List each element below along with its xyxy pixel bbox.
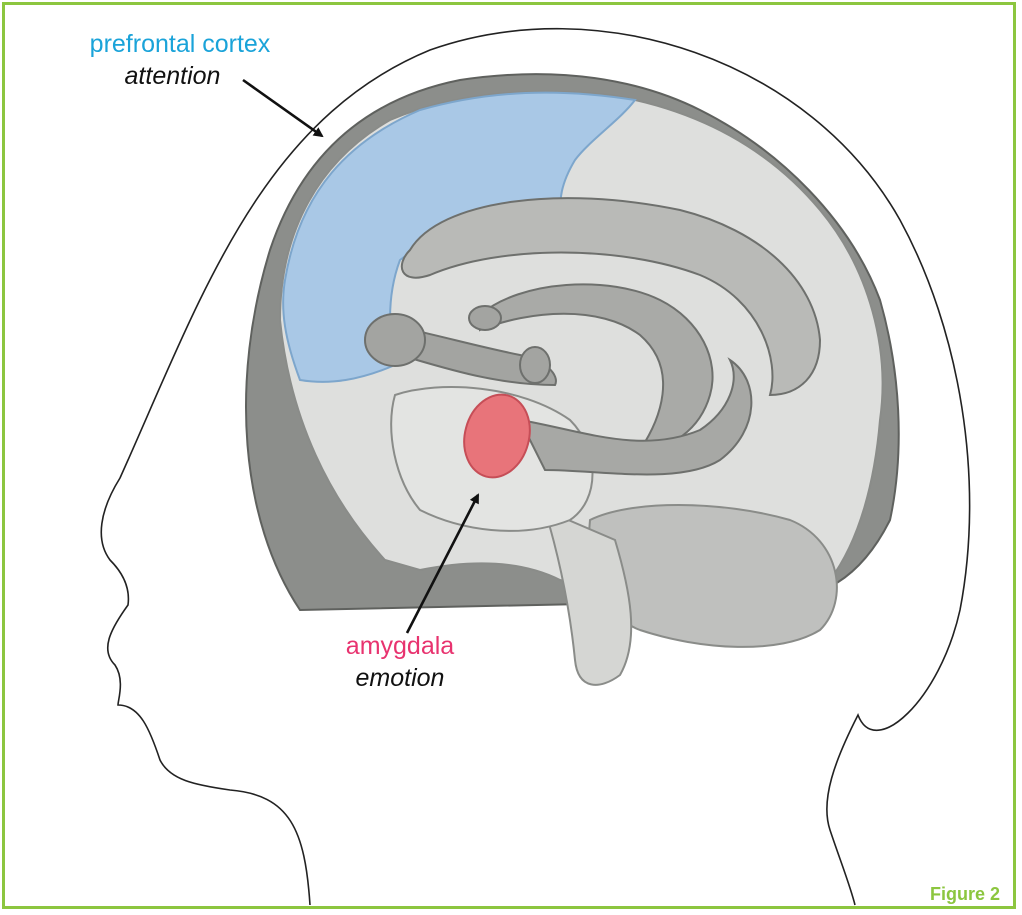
- prefrontal-cortex-label: prefrontal cortex: [60, 30, 300, 58]
- amygdala-label: amygdala: [300, 632, 500, 660]
- amygdala-function-label: emotion: [300, 664, 500, 692]
- thalamus-bulb-left: [365, 314, 425, 366]
- thalamus-bulb-mid: [520, 347, 550, 383]
- thalamus-bulb-top: [469, 306, 501, 330]
- figure-caption-label: Figure 2: [930, 884, 1000, 905]
- prefrontal-function-label: attention: [60, 62, 285, 90]
